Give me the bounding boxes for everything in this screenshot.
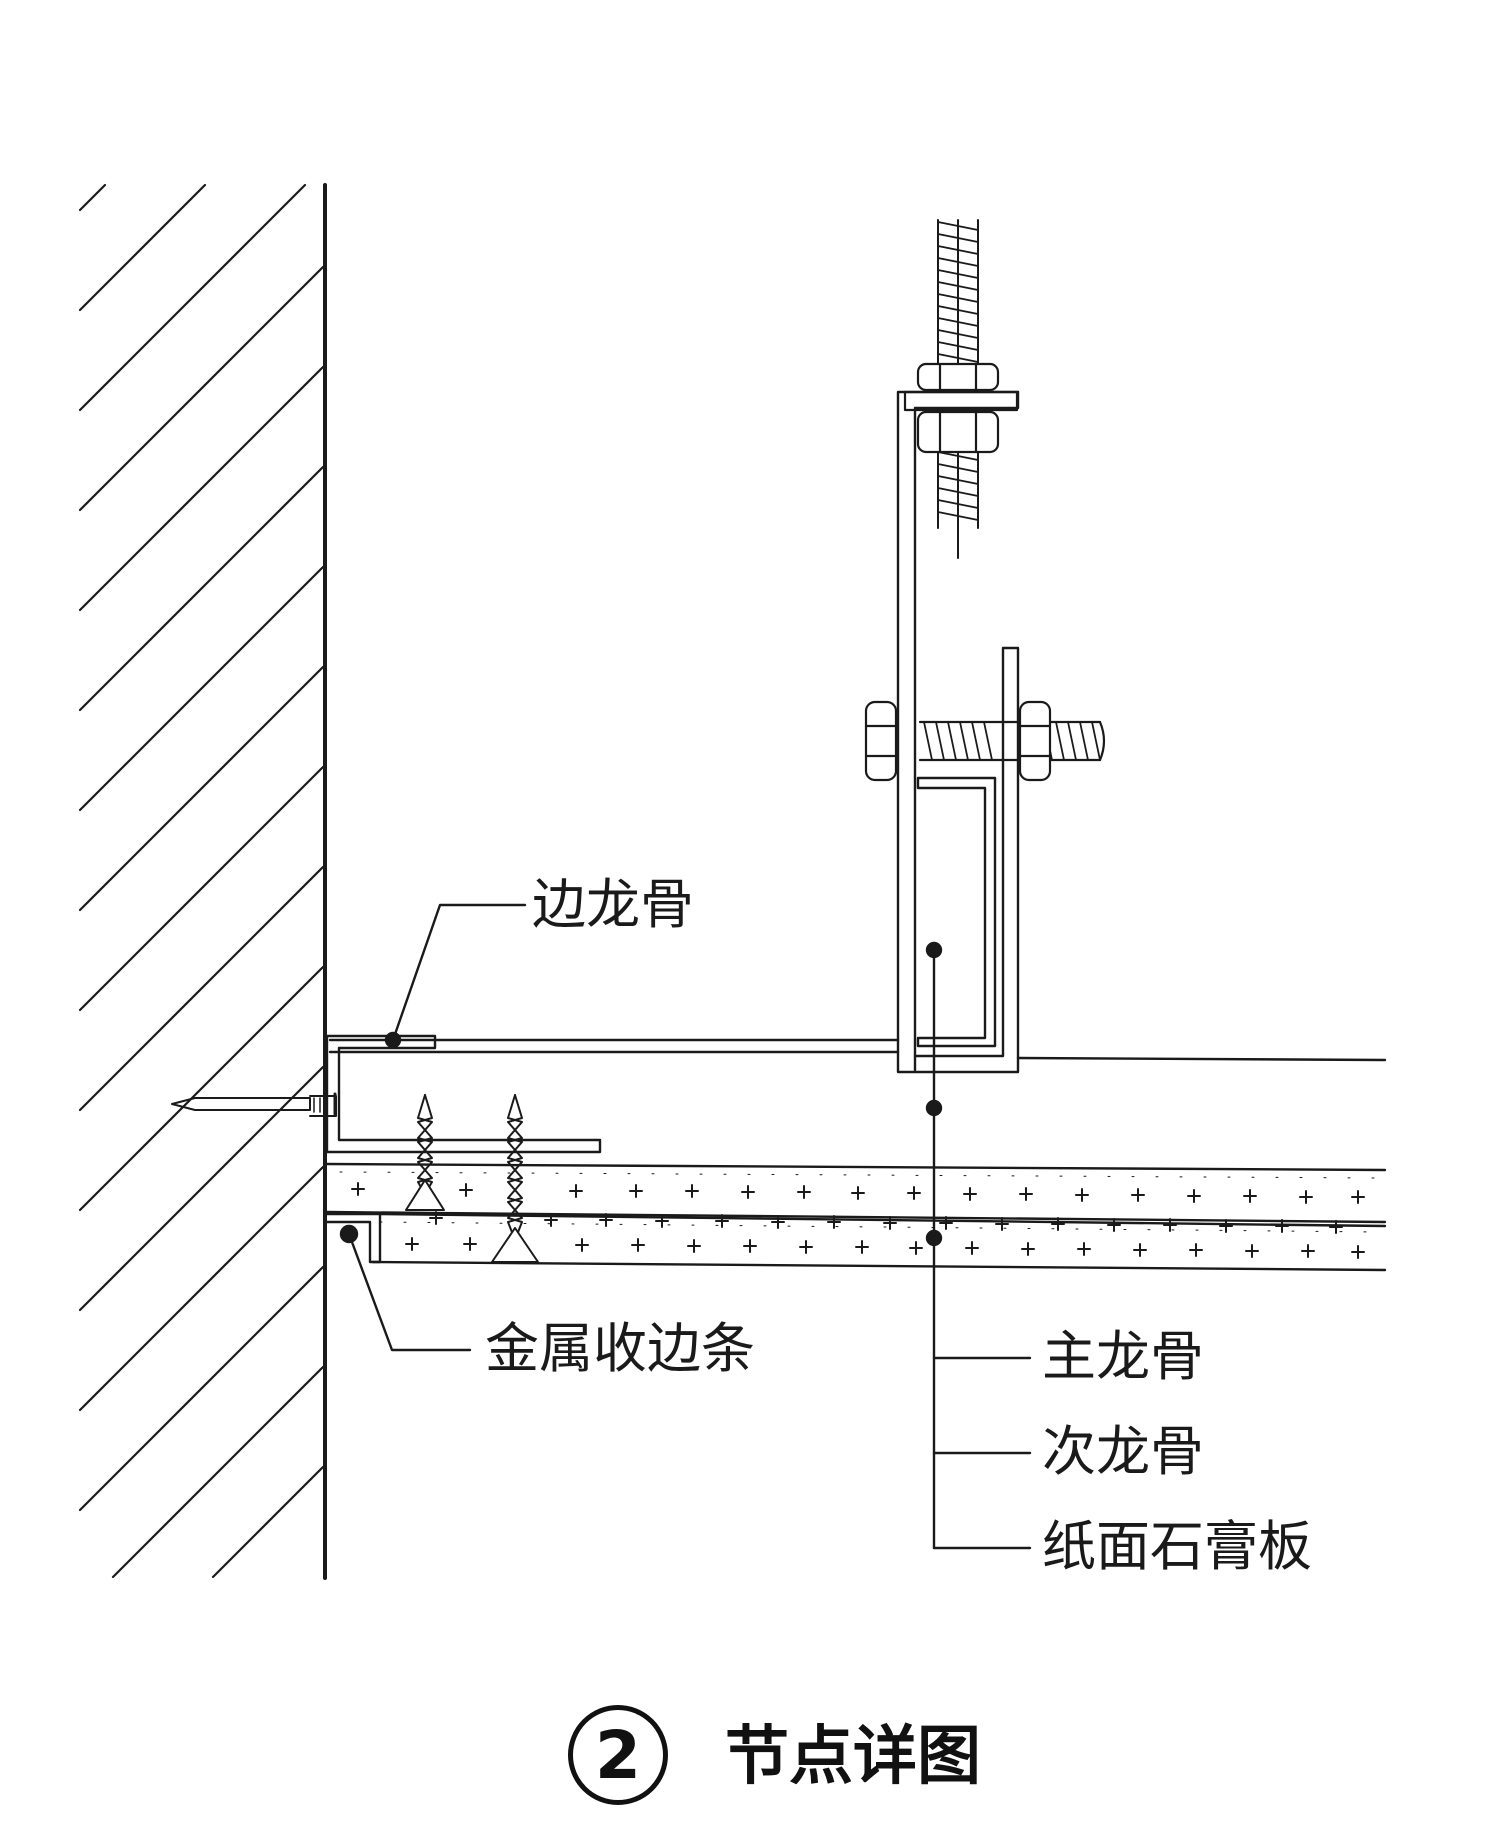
- bolt-nut-right: [1018, 700, 1052, 782]
- detail-number-badge: 2: [568, 1705, 668, 1805]
- screw-right: [491, 1094, 539, 1263]
- label-gypsum-board: 纸面石膏板: [1042, 1515, 1312, 1578]
- rod-nut-upper: [916, 362, 1000, 392]
- bracket-bolt: [918, 720, 1106, 762]
- wall-hatch: [78, 183, 325, 1579]
- label-main-keel: 主龙骨: [1042, 1325, 1204, 1388]
- leader-metal-trim: [347, 1232, 472, 1352]
- detail-number: 2: [595, 1716, 641, 1794]
- screw-left: [405, 1094, 445, 1211]
- label-edge-keel: 边龙骨: [532, 873, 694, 936]
- wall-nail: [171, 1092, 337, 1117]
- edge-keel-profile: [325, 1034, 602, 1154]
- leader-edge-keel: [384, 903, 527, 1049]
- metal-trim-profile: [325, 1212, 382, 1264]
- drawing-title: 节点详图: [725, 1720, 981, 1794]
- label-secondary-keel: 次龙骨: [1042, 1420, 1204, 1483]
- rod-nut-lower: [916, 410, 1000, 454]
- hanger-bracket: [896, 390, 1020, 1074]
- leader-stack: [925, 941, 1032, 1550]
- board-fill-marks: [351, 1182, 1365, 1259]
- gypsum-board-lower: [371, 1212, 1387, 1272]
- gypsum-board-upper: [325, 1162, 1387, 1224]
- main-keel-profile: [916, 776, 997, 1048]
- label-metal-trim: 金属收边条: [485, 1317, 755, 1380]
- bolt-nut-left: [864, 700, 898, 782]
- secondary-keel-line: [328, 1038, 1387, 1062]
